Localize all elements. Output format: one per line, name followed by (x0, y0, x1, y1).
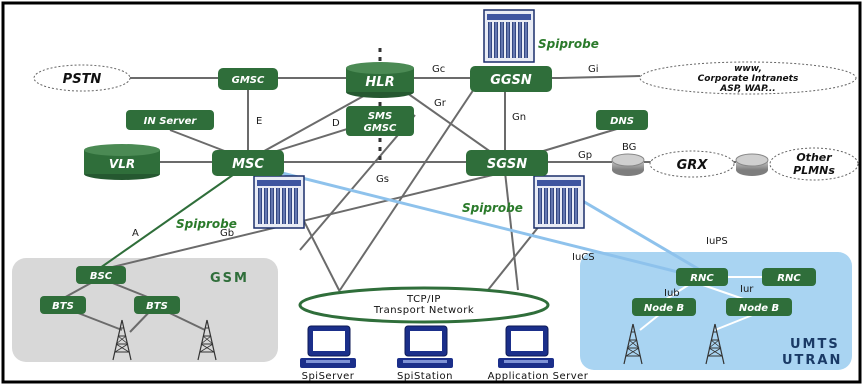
bg-label: BG (622, 142, 636, 153)
in-server-node: IN Server (126, 110, 214, 130)
svg-text:BSC: BSC (90, 271, 113, 282)
bg-router-1 (611, 153, 645, 176)
ggsn-probe-rack (483, 9, 535, 63)
svg-text:VLR: VLR (109, 157, 135, 171)
svg-text:RNC: RNC (777, 273, 801, 284)
svg-text:GMSC: GMSC (232, 75, 265, 86)
svg-text:GGSN: GGSN (490, 73, 532, 88)
other-plmns-cloud: Other PLMNs (769, 147, 859, 181)
gsm-region-title: GSM (210, 271, 249, 286)
spiprobe-top-label: Spiprobe (538, 37, 599, 51)
application-server-pc-icon (497, 325, 555, 369)
a-interface-link (99, 169, 241, 269)
svg-text:HLR: HLR (365, 75, 394, 90)
msc-node: MSC (212, 150, 284, 176)
hlr-node: HLR (346, 62, 414, 98)
gn-label: Gn (512, 112, 526, 123)
corporate-label-1: www, (734, 64, 762, 74)
iups-label: IuPS (706, 236, 728, 247)
nodeb-node-1: Node B (632, 298, 696, 316)
grx-label: GRX (677, 158, 709, 173)
svg-text:Node B: Node B (644, 303, 684, 314)
umts-region-title: UMTS (790, 337, 840, 352)
application-server-label: Application Server (488, 371, 589, 382)
svg-text:DNS: DNS (610, 116, 634, 127)
rnc-node-1: RNC (676, 268, 728, 286)
d-label: D (332, 118, 340, 129)
spistation-pc-icon (396, 325, 454, 369)
gc-label: Gc (432, 64, 445, 75)
iur-label: Iur (740, 284, 754, 295)
pstn-cloud: PSTN (33, 64, 131, 92)
e-label: E (256, 116, 262, 127)
spiserver-pc-icon (299, 325, 357, 369)
bg-router-2 (735, 153, 769, 176)
grx-cloud: GRX (649, 150, 735, 178)
iub-label: Iub (664, 288, 680, 299)
spiprobe-left-label: Spiprobe (176, 217, 237, 231)
other-plmns-label-2: PLMNs (793, 164, 835, 177)
vlr-node: VLR (84, 144, 160, 180)
sgsn-probe-rack (533, 175, 585, 229)
bts-node-1: BTS (40, 296, 86, 314)
spistation-label: SpiStation (397, 371, 453, 382)
svg-text:Node B: Node B (739, 303, 779, 314)
spiprobe-right-label: Spiprobe (462, 201, 523, 215)
utran-region-title: UTRAN (782, 353, 842, 368)
iucs-label: IuCS (572, 252, 595, 263)
gmsc-node: GMSC (218, 68, 278, 90)
svg-text:RNC: RNC (690, 273, 714, 284)
gs-label: Gs (376, 174, 389, 185)
svg-text:SGSN: SGSN (487, 157, 527, 172)
svg-text:BTS: BTS (146, 301, 168, 312)
corporate-label-3: ASP, WAP... (719, 84, 775, 94)
svg-text:IN Server: IN Server (144, 116, 198, 127)
corporate-label-2: Corporate Intranets (698, 74, 799, 84)
sms-gmsc-node: SMS GMSC (346, 106, 414, 136)
gb-label: Gb (220, 228, 234, 239)
ggsn-node: GGSN (470, 66, 552, 92)
dns-node: DNS (596, 110, 648, 130)
corporate-cloud: www, Corporate Intranets ASP, WAP... (639, 61, 857, 95)
other-plmns-label-1: Other (796, 151, 832, 164)
nodeb-node-2: Node B (726, 298, 792, 316)
svg-text:MSC: MSC (232, 157, 264, 172)
transport-network: TCP/IP Transport Network (298, 286, 550, 324)
sgsn-node: SGSN (466, 150, 548, 176)
msc-probe-rack (253, 175, 305, 229)
gi-label: Gi (588, 64, 599, 75)
gr-label: Gr (434, 98, 447, 109)
transport-label-1: TCP/IP (406, 294, 441, 305)
gp-label: Gp (578, 150, 592, 161)
svg-text:SMS: SMS (368, 111, 392, 122)
a-label: A (132, 228, 139, 239)
bsc-node: BSC (76, 266, 126, 284)
svg-text:GMSC: GMSC (364, 123, 397, 134)
rnc-node-2: RNC (762, 268, 816, 286)
svg-text:BTS: BTS (52, 301, 74, 312)
transport-label-2: Transport Network (373, 305, 474, 316)
spiserver-label: SpiServer (302, 371, 355, 382)
pstn-label: PSTN (63, 72, 102, 87)
bts-node-2: BTS (134, 296, 180, 314)
